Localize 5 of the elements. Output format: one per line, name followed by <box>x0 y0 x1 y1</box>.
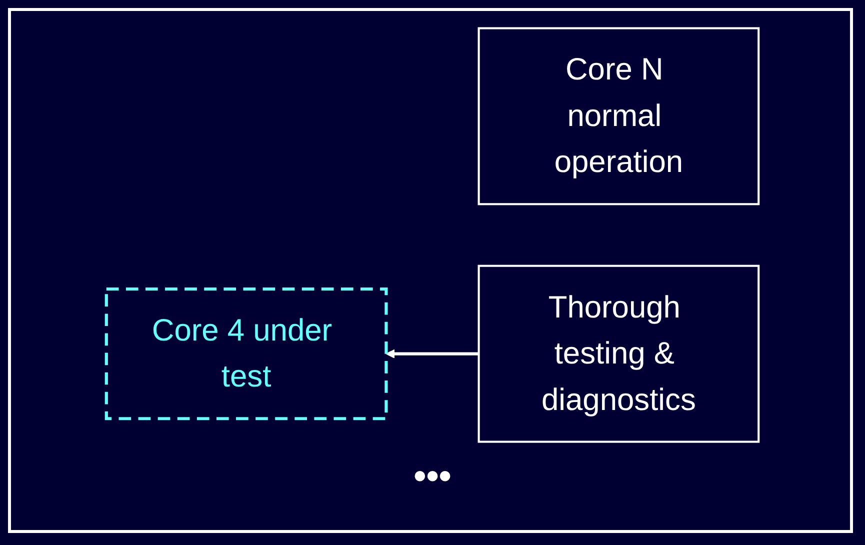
arrow <box>386 349 479 358</box>
node-box: Core N normal operation <box>478 27 760 206</box>
ellipsis-dots: ••• <box>414 455 452 496</box>
node-box: Core 4 under test <box>104 287 388 420</box>
node-box: Thorough testing & diagnostics <box>478 264 760 443</box>
